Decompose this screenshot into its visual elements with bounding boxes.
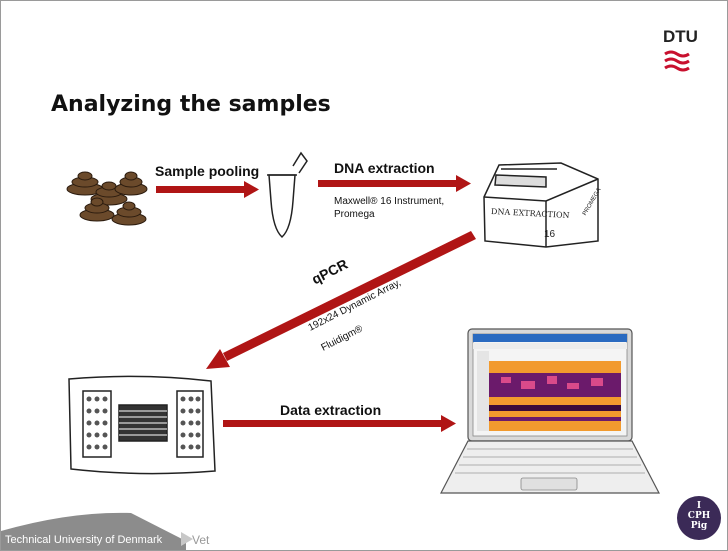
dna-instrument-line1: Maxwell® 16 Instrument, — [334, 196, 445, 207]
footer-institution: Technical University of Denmark — [5, 534, 163, 546]
laptop-icon — [440, 328, 660, 494]
badge-line1: I — [696, 501, 702, 511]
slide-title: Analyzing the samples — [51, 92, 331, 117]
cph-pig-badge — [677, 496, 721, 540]
heatmap-screen — [477, 351, 621, 431]
dna-instrument-line2: Promega — [334, 209, 375, 220]
arrow-dna-extraction — [318, 175, 471, 192]
label-dna-extraction: DNA extraction — [334, 160, 435, 176]
footer-department: Vet — [192, 533, 210, 547]
label-sample-pooling: Sample pooling — [155, 163, 260, 179]
badge-line3: Pig — [690, 521, 708, 531]
extraction-instrument-icon — [483, 162, 599, 248]
label-data-extraction: Data extraction — [280, 402, 382, 418]
fecal-samples-icon — [66, 171, 148, 226]
arrow-qpcr — [206, 231, 476, 369]
badge-line2: CPH — [687, 511, 711, 521]
cph-pig-badge-text: I CPH Pig — [677, 501, 721, 531]
footer-banner — [1, 512, 193, 550]
instrument-number: 16 — [544, 229, 556, 240]
dtu-logo-icon — [664, 50, 690, 72]
fluidigm-chip-icon — [68, 375, 216, 475]
arrow-data-extraction — [223, 415, 456, 432]
sample-tube-icon — [267, 151, 308, 239]
dtu-logo-text: DTU — [663, 27, 698, 46]
arrow-sample-pooling — [156, 181, 259, 198]
